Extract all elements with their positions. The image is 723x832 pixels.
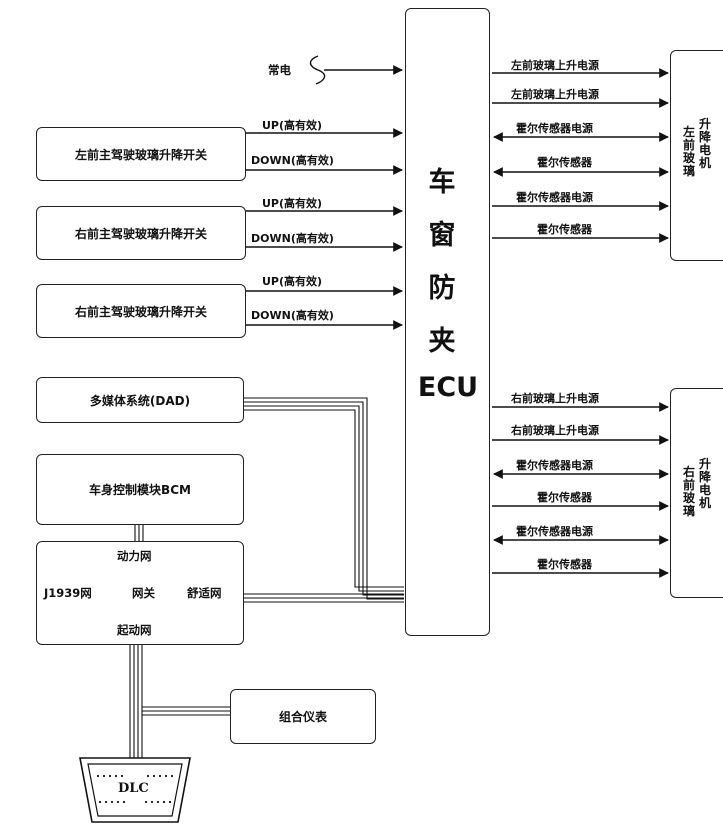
ecu-char-3: 防 bbox=[428, 273, 456, 304]
sw1-up-label: UP(高有效) bbox=[262, 119, 323, 132]
gateway-label: 网关 bbox=[132, 586, 155, 600]
right-motor-label-col2: 升降电机 bbox=[698, 457, 711, 510]
gateway-j1939-net: J1939网 bbox=[44, 586, 92, 600]
right-signal-2: 右前玻璃上升电源 bbox=[511, 424, 599, 437]
ecu-box bbox=[405, 8, 490, 636]
multimedia-box: 多媒体系统(DAD) bbox=[36, 377, 244, 423]
right-signal-4: 霍尔传感器 bbox=[537, 491, 592, 504]
dlc-connector-shape bbox=[79, 757, 191, 823]
ecu-char-4: 夹 bbox=[428, 326, 456, 357]
dlc-label: DLC bbox=[118, 781, 149, 796]
right-signal-5: 霍尔传感器电源 bbox=[516, 525, 593, 538]
right-signal-1: 右前玻璃上升电源 bbox=[511, 392, 599, 405]
left-signal-1: 左前玻璃上升电源 bbox=[511, 59, 599, 72]
sw1-down-label: DOWN(高有效) bbox=[251, 154, 334, 167]
ecu-label: ECU bbox=[417, 372, 479, 403]
right-front-switch-box-2: 右前主驾驶玻璃升降开关 bbox=[36, 284, 246, 338]
always-on-label: 常电 bbox=[268, 63, 291, 77]
always-on-wire bbox=[309, 55, 326, 85]
left-signal-4: 霍尔传感器 bbox=[537, 156, 592, 169]
gateway-start-net: 起动网 bbox=[117, 623, 152, 637]
left-signal-6: 霍尔传感器 bbox=[537, 223, 592, 236]
right-front-motor-box bbox=[670, 388, 723, 598]
instrument-cluster-box: 组合仪表 bbox=[230, 689, 376, 744]
ecu-char-2: 窗 bbox=[428, 220, 456, 251]
left-motor-label-col2: 升降电机 bbox=[698, 117, 711, 170]
gateway-box bbox=[36, 541, 244, 645]
right-motor-label-col1: 右前玻璃 bbox=[682, 465, 695, 518]
ecu-char-1: 车 bbox=[428, 167, 456, 198]
gateway-comfort-net: 舒适网 bbox=[187, 586, 222, 600]
sw2-up-label: UP(高有效) bbox=[262, 197, 323, 210]
left-front-switch-box: 左前主驾驶玻璃升降开关 bbox=[36, 127, 246, 181]
right-front-switch-box-1: 右前主驾驶玻璃升降开关 bbox=[36, 206, 246, 260]
gateway-power-net: 动力网 bbox=[117, 549, 152, 563]
right-signal-6: 霍尔传感器 bbox=[537, 558, 592, 571]
sw3-up-label: UP(高有效) bbox=[262, 275, 323, 288]
left-motor-label-col1: 左前玻璃 bbox=[682, 125, 695, 178]
bcm-box: 车身控制模块BCM bbox=[36, 454, 244, 525]
right-signal-3: 霍尔传感器电源 bbox=[516, 459, 593, 472]
left-signal-5: 霍尔传感器电源 bbox=[516, 191, 593, 204]
can-bus-wires bbox=[129, 397, 404, 758]
sw3-down-label: DOWN(高有效) bbox=[251, 309, 334, 322]
left-signal-3: 霍尔传感器电源 bbox=[516, 122, 593, 135]
left-signal-2: 左前玻璃上升电源 bbox=[511, 88, 599, 101]
left-front-motor-box bbox=[670, 50, 723, 261]
sw2-down-label: DOWN(高有效) bbox=[251, 232, 334, 245]
